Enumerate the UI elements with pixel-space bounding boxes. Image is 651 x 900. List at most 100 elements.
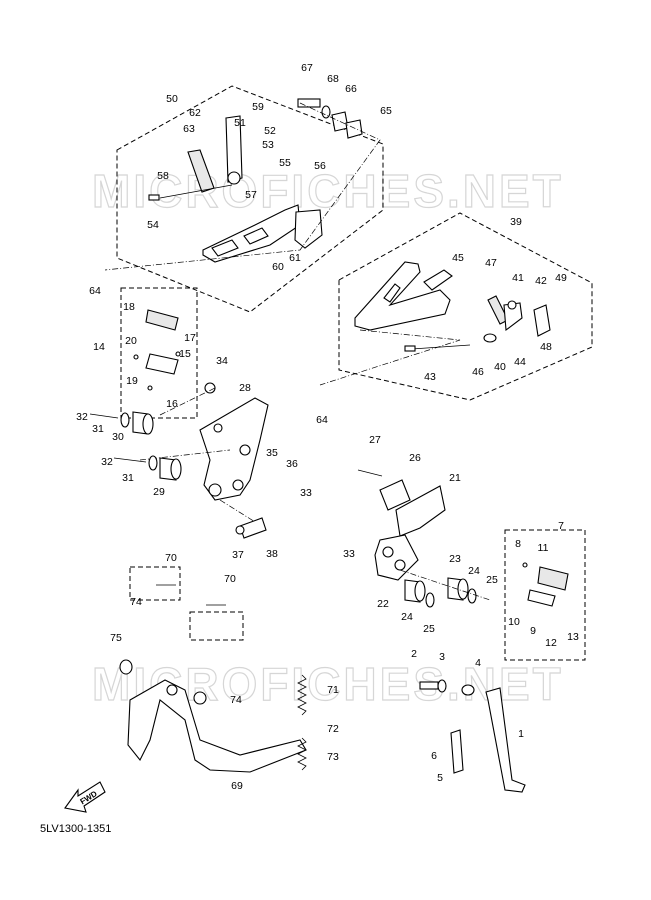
callout-74: 74	[130, 596, 142, 608]
assembly-box-14	[120, 287, 198, 419]
callout-22: 22	[377, 598, 389, 610]
callout-14: 14	[93, 341, 105, 353]
callout-57: 57	[245, 189, 257, 201]
watermark-top: MICROFICHES.NET	[92, 165, 564, 217]
callout-55: 55	[279, 157, 291, 169]
callout-25: 25	[423, 623, 435, 635]
bolt-stack-65-68	[104, 98, 381, 271]
callout-7: 7	[558, 520, 564, 532]
callout-40: 40	[494, 361, 506, 373]
callout-35: 35	[266, 447, 278, 459]
callout-37: 37	[232, 549, 244, 561]
callout-23: 23	[449, 553, 461, 565]
callout-16: 16	[166, 398, 178, 410]
callout-69: 69	[231, 780, 243, 792]
callout-70: 70	[165, 552, 177, 564]
callout-9: 9	[530, 625, 536, 637]
center-stand-assembly	[119, 566, 307, 773]
callout-26: 26	[409, 452, 421, 464]
callout-75: 75	[110, 632, 122, 644]
callout-2: 2	[411, 648, 417, 660]
callout-4: 4	[475, 657, 481, 669]
callout-12: 12	[545, 637, 557, 649]
callout-49: 49	[555, 272, 567, 284]
callout-71: 71	[327, 684, 339, 696]
callout-13: 13	[567, 631, 579, 643]
callout-65: 65	[380, 105, 392, 117]
callout-31: 31	[92, 423, 104, 435]
callout-48: 48	[540, 341, 552, 353]
callout-10: 10	[508, 616, 520, 628]
callout-62: 62	[189, 107, 201, 119]
assembly-box-39	[338, 212, 593, 401]
callout-53: 53	[262, 139, 274, 151]
callout-24: 24	[401, 611, 413, 623]
callout-67: 67	[301, 62, 313, 74]
callout-1: 1	[518, 728, 524, 740]
callout-47: 47	[485, 257, 497, 269]
callout-64: 64	[89, 285, 101, 297]
callout-59: 59	[252, 101, 264, 113]
callout-63: 63	[183, 123, 195, 135]
callout-66: 66	[345, 83, 357, 95]
callout-32: 32	[76, 411, 88, 423]
callout-5: 5	[437, 772, 443, 784]
callout-50: 50	[166, 93, 178, 105]
pin-37-38	[235, 517, 267, 539]
callout-68: 68	[327, 73, 339, 85]
bushings-29-32	[89, 411, 182, 481]
fwd-arrow-icon: FWD	[64, 781, 106, 813]
side-stand-assembly	[419, 679, 526, 793]
callout-60: 60	[272, 261, 284, 273]
callout-19: 19	[126, 375, 138, 387]
callout-31: 31	[122, 472, 134, 484]
callout-46: 46	[472, 366, 484, 378]
diagram-code: 5LV1300-1351	[40, 823, 111, 835]
callout-43: 43	[424, 371, 436, 383]
callout-25: 25	[486, 574, 498, 586]
callout-18: 18	[123, 301, 135, 313]
callout-8: 8	[515, 538, 521, 550]
callout-38: 38	[266, 548, 278, 560]
callout-56: 56	[314, 160, 326, 172]
callout-52: 52	[264, 125, 276, 137]
callout-45: 45	[452, 252, 464, 264]
callout-74: 74	[230, 694, 242, 706]
callout-20: 20	[125, 335, 137, 347]
callout-61: 61	[289, 252, 301, 264]
callout-70: 70	[224, 573, 236, 585]
callout-42: 42	[535, 275, 547, 287]
rider-bracket-28	[139, 382, 269, 526]
callout-51: 51	[234, 117, 246, 129]
assembly-box-7	[504, 529, 586, 661]
callout-72: 72	[327, 723, 339, 735]
callout-54: 54	[147, 219, 159, 231]
callout-15: 15	[179, 348, 191, 360]
callout-44: 44	[514, 356, 526, 368]
callout-29: 29	[153, 486, 165, 498]
callout-39: 39	[510, 216, 522, 228]
bushings-22-25	[399, 569, 491, 608]
callout-58: 58	[157, 170, 169, 182]
rider-footrest-assembly	[148, 115, 323, 263]
callout-21: 21	[449, 472, 461, 484]
callout-28: 28	[239, 382, 251, 394]
footpeg-assembly-7	[522, 562, 569, 607]
callout-34: 34	[216, 355, 228, 367]
springs-71-73	[297, 674, 307, 771]
callout-36: 36	[286, 458, 298, 470]
callout-6: 6	[431, 750, 437, 762]
callout-64: 64	[316, 414, 328, 426]
callout-27: 27	[369, 434, 381, 446]
callout-33: 33	[300, 487, 312, 499]
callout-24: 24	[468, 565, 480, 577]
callout-33: 33	[343, 548, 355, 560]
callout-11: 11	[538, 542, 549, 554]
callout-17: 17	[184, 332, 196, 344]
callout-30: 30	[112, 431, 124, 443]
passenger-footrest-assembly	[319, 261, 551, 386]
assembly-box-50	[116, 85, 384, 313]
passenger-bracket-21	[357, 469, 446, 581]
